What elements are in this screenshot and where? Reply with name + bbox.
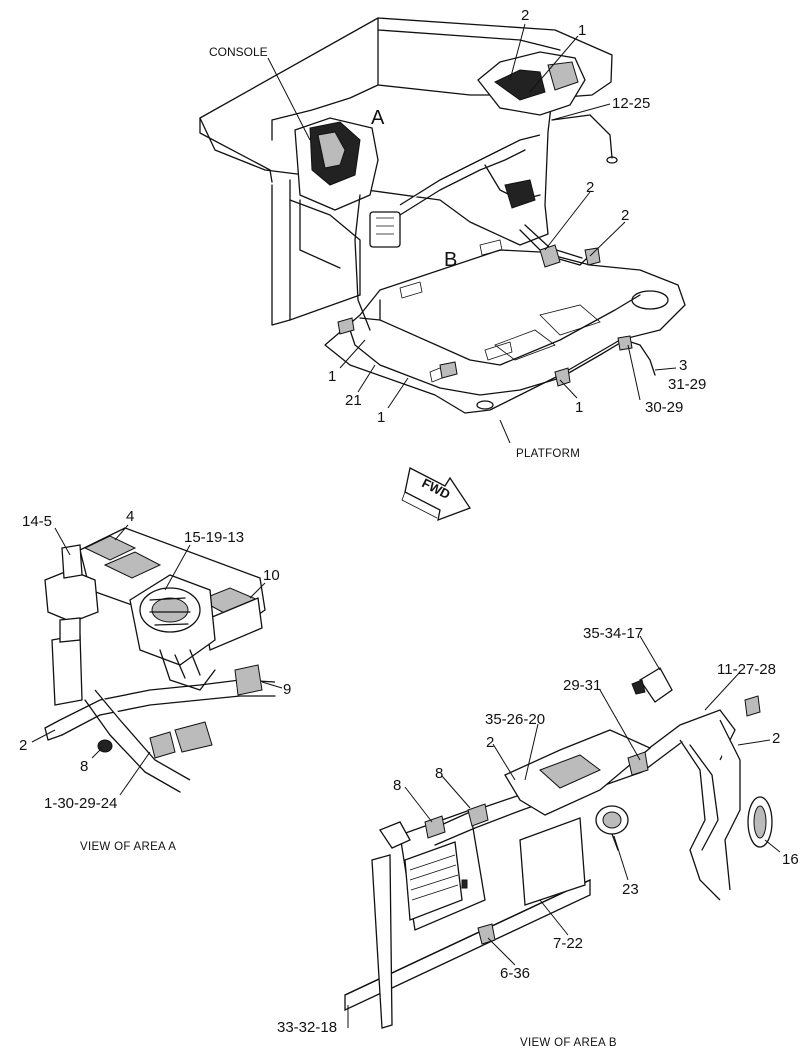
callout-2-area-a: 2: [19, 737, 27, 754]
area-a-view: 14-5 4 15-19-13 10 9 2 8 1-30-29-24 VIEW…: [19, 508, 291, 853]
callout-7-22: 7-22: [553, 935, 583, 952]
callout-8-area-b-right: 8: [435, 765, 443, 782]
area-a-marker: A: [371, 107, 385, 129]
callout-10: 10: [263, 567, 280, 584]
callout-1-30-29-24: 1-30-29-24: [44, 795, 117, 812]
callout-1-bottom: 1: [377, 409, 385, 426]
view-of-area-b-caption: VIEW OF AREA B: [520, 1037, 617, 1049]
callout-30-29: 30-29: [645, 399, 683, 416]
callout-35-34-17: 35-34-17: [583, 625, 643, 642]
callout-15-19-13: 15-19-13: [184, 529, 244, 546]
console-label: CONSOLE: [209, 45, 268, 59]
platform-label: PLATFORM: [516, 448, 580, 460]
callout-11-27-28: 11-27-28: [717, 661, 776, 678]
callout-31-29: 31-29: [668, 376, 706, 393]
view-of-area-a-caption: VIEW OF AREA A: [80, 841, 176, 853]
platform-floor: [324, 249, 686, 414]
callout-2-mid1: 2: [586, 179, 594, 196]
area-b-marker: B: [444, 249, 457, 271]
callout-3: 3: [679, 357, 687, 374]
callout-6-36: 6-36: [500, 965, 530, 982]
callout-12-25: 12-25: [612, 95, 650, 112]
callout-2-mid2: 2: [621, 207, 629, 224]
callout-8-area-b-left: 8: [393, 777, 401, 794]
callout-35-26-20: 35-26-20: [485, 711, 545, 728]
area-b-view: 35-34-17 11-27-28 29-31 35-26-20 2 2 8 8…: [277, 625, 799, 1049]
callout-33-32-18: 33-32-18: [277, 1019, 337, 1036]
callout-1-right: 1: [575, 399, 583, 416]
fwd-arrow-icon: FWD: [401, 467, 471, 522]
main-assembly-view: CONSOLE A B 2 1 12-25 2 2 3 31-29 30-29 …: [199, 7, 706, 522]
callout-2-area-b-right: 2: [772, 730, 780, 747]
callout-9: 9: [283, 681, 291, 698]
callout-16: 16: [782, 851, 799, 868]
callout-8-area-a: 8: [80, 758, 88, 775]
callout-1-top: 1: [578, 22, 586, 39]
callout-14-5: 14-5: [22, 513, 52, 530]
callout-23: 23: [622, 881, 639, 898]
callout-21: 21: [345, 392, 362, 409]
callout-1-left: 1: [328, 368, 336, 385]
callout-29-31: 29-31: [563, 677, 601, 694]
callout-2-top: 2: [521, 7, 529, 24]
callout-4: 4: [126, 508, 134, 525]
callout-2-area-b-left: 2: [486, 734, 494, 751]
